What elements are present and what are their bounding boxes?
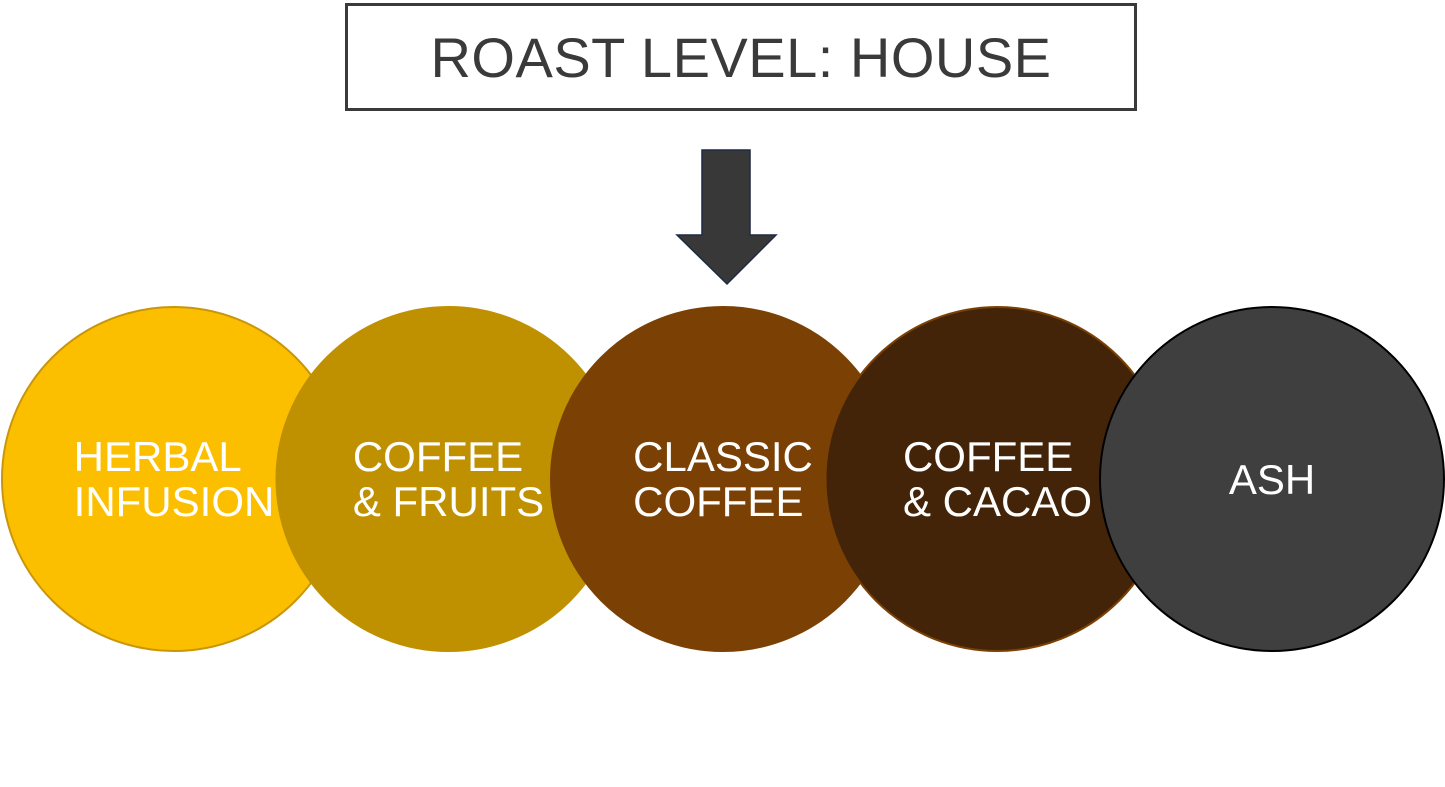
roast-level-label: ASH — [1228, 455, 1316, 503]
roast-level-label: COFFEE & FRUITS — [352, 433, 545, 525]
roast-level-label: HERBAL INFUSION — [73, 433, 275, 525]
roast-level-title-box: ROAST LEVEL: HOUSE — [345, 3, 1137, 111]
roast-level-label-container: CLASSIC COFFEE — [551, 307, 895, 651]
roast-level-label-container: ASH — [1100, 307, 1444, 651]
roast-level-label-container: COFFEE & FRUITS — [277, 307, 621, 651]
roast-level-title: ROAST LEVEL: HOUSE — [430, 25, 1052, 89]
roast-level-label: CLASSIC COFFEE — [633, 433, 813, 525]
roast-level-label-container: COFFEE & CACAO — [826, 307, 1170, 651]
roast-level-label-container: HERBAL INFUSION — [2, 307, 346, 651]
roast-level-circle — [1099, 306, 1445, 652]
roast-level-label: COFFEE & CACAO — [902, 433, 1093, 525]
down-arrow-icon — [675, 149, 778, 286]
